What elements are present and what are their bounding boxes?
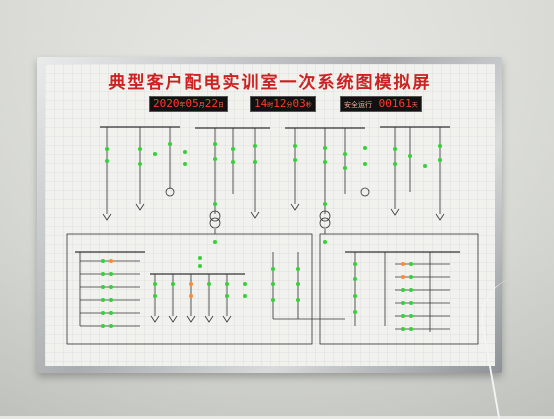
hv-feeders: [102, 127, 445, 229]
safety-days-display: 安全运行 00161天: [340, 96, 422, 112]
time-display: 14时12分03秒: [250, 96, 316, 112]
mimic-panel: 典型客户配电实训室一次系统图模拟屏 2020年05月22日 14时12分03秒 …: [45, 64, 495, 366]
lv-section-right-frame: [319, 233, 479, 345]
panel-title: 典型客户配电实训室一次系统图模拟屏: [108, 73, 432, 93]
time-minute: 12: [273, 97, 287, 110]
date-display: 2020年05月22日: [149, 96, 229, 112]
date-day: 22: [204, 97, 219, 110]
transformer-left: [209, 210, 221, 222]
time-second: 03: [292, 97, 306, 110]
safety-days: 00161: [378, 97, 412, 110]
one-line-diagram: [66, 126, 479, 345]
date-month: 05: [185, 97, 199, 110]
time-hour: 14: [254, 97, 268, 110]
date-year: 2020: [153, 97, 180, 110]
lv-section-left-frame: [66, 233, 313, 345]
transformer-right: [319, 210, 331, 222]
safety-label: 安全运行: [344, 101, 372, 109]
indicator-lamps: [101, 142, 442, 331]
